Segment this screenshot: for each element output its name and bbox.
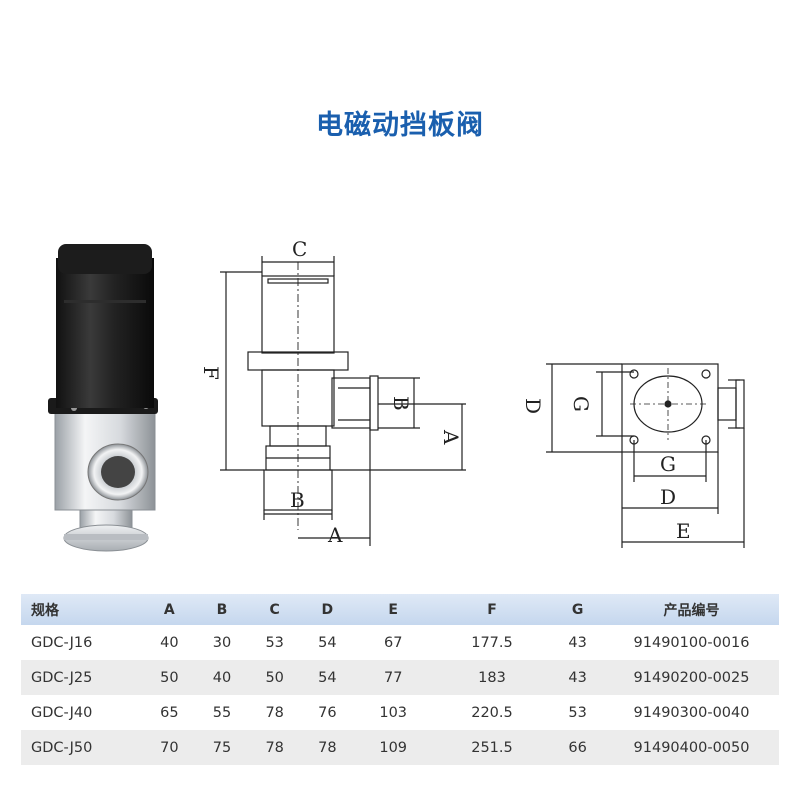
- cell-e: 103: [379, 704, 408, 721]
- cell-c: 78: [248, 730, 302, 765]
- cell-g: 66: [551, 730, 604, 765]
- cell-b: 40: [195, 660, 249, 695]
- table-row: GDC-J25 50 40 50 54 77 183 43 91490200-0…: [21, 660, 779, 695]
- header-e: E: [353, 594, 433, 625]
- table-row: GDC-J16 40 30 53 54 67 177.5 43 91490100…: [21, 625, 779, 660]
- cell-e: 77: [353, 660, 433, 695]
- side-label-c: C: [292, 237, 307, 261]
- cell-spec: GDC-J50: [21, 730, 143, 765]
- spec-table: 规格 A B C D E F G 产品编号 GDC-J16 40 30 53 5…: [21, 594, 779, 765]
- page-title: 电磁动挡板阀: [316, 110, 484, 141]
- cell-spec: GDC-J40: [31, 704, 93, 721]
- header-c: C: [248, 594, 302, 625]
- side-view-drawing: [220, 256, 466, 546]
- cell-b: 30: [212, 634, 232, 651]
- header-d: D: [301, 594, 354, 625]
- top-label-g-bottom: G: [660, 452, 676, 476]
- cell-g: 43: [568, 634, 587, 651]
- cell-b: 75: [195, 730, 249, 765]
- cell-f: 220.5: [471, 704, 513, 721]
- top-label-g-left: G: [569, 396, 593, 412]
- header-g: G: [551, 594, 604, 625]
- cell-a: 50: [143, 660, 196, 695]
- side-label-b-right: B: [389, 396, 413, 411]
- side-label-a-right: A: [439, 429, 463, 445]
- cell-d: 76: [318, 704, 337, 721]
- cell-g: 43: [551, 660, 604, 695]
- side-label-f: F: [199, 366, 223, 380]
- cell-a: 40: [160, 634, 179, 651]
- cell-product-code: 91490400-0050: [604, 730, 779, 765]
- side-label-a-bottom: A: [327, 523, 343, 547]
- valve-photo: [48, 244, 158, 552]
- cell-e: 67: [383, 634, 403, 651]
- cell-a: 70: [143, 730, 196, 765]
- header-product-code: 产品编号: [604, 594, 779, 625]
- cell-d: 54: [301, 660, 354, 695]
- cell-product-code: 91490300-0040: [633, 704, 750, 721]
- top-label-e-bottom: E: [676, 519, 691, 543]
- cell-f: 251.5: [432, 730, 552, 765]
- cell-spec: GDC-J16: [31, 634, 93, 651]
- cell-d: 54: [318, 634, 337, 651]
- top-label-d-bottom: D: [660, 485, 676, 509]
- cell-c: 50: [248, 660, 302, 695]
- cell-f: 177.5: [471, 634, 513, 651]
- top-label-d-left: D: [521, 398, 545, 414]
- header-f: F: [432, 594, 552, 625]
- table-row: GDC-J40 65 55 78 76 103 220.5 53 9149030…: [21, 695, 779, 730]
- cell-d: 78: [301, 730, 354, 765]
- cell-c: 53: [265, 634, 284, 651]
- cell-spec: GDC-J25: [21, 660, 143, 695]
- valve-figure: C F B A B A D G G D: [48, 237, 745, 552]
- cell-g: 53: [568, 704, 587, 721]
- table-header-row: 规格 A B C D E F G 产品编号: [21, 594, 779, 625]
- top-view-drawing: [546, 363, 745, 548]
- cell-e: 109: [353, 730, 433, 765]
- table-row: GDC-J50 70 75 78 78 109 251.5 66 9149040…: [21, 730, 779, 765]
- cell-product-code: 91490200-0025: [604, 660, 779, 695]
- header-a: A: [143, 594, 196, 625]
- cell-b: 55: [212, 704, 232, 721]
- cell-f: 183: [432, 660, 552, 695]
- side-label-b-bottom: B: [290, 488, 305, 512]
- cell-c: 78: [265, 704, 284, 721]
- header-b: B: [195, 594, 249, 625]
- header-spec: 规格: [21, 594, 143, 625]
- cell-a: 65: [160, 704, 179, 721]
- cell-product-code: 91490100-0016: [633, 634, 750, 651]
